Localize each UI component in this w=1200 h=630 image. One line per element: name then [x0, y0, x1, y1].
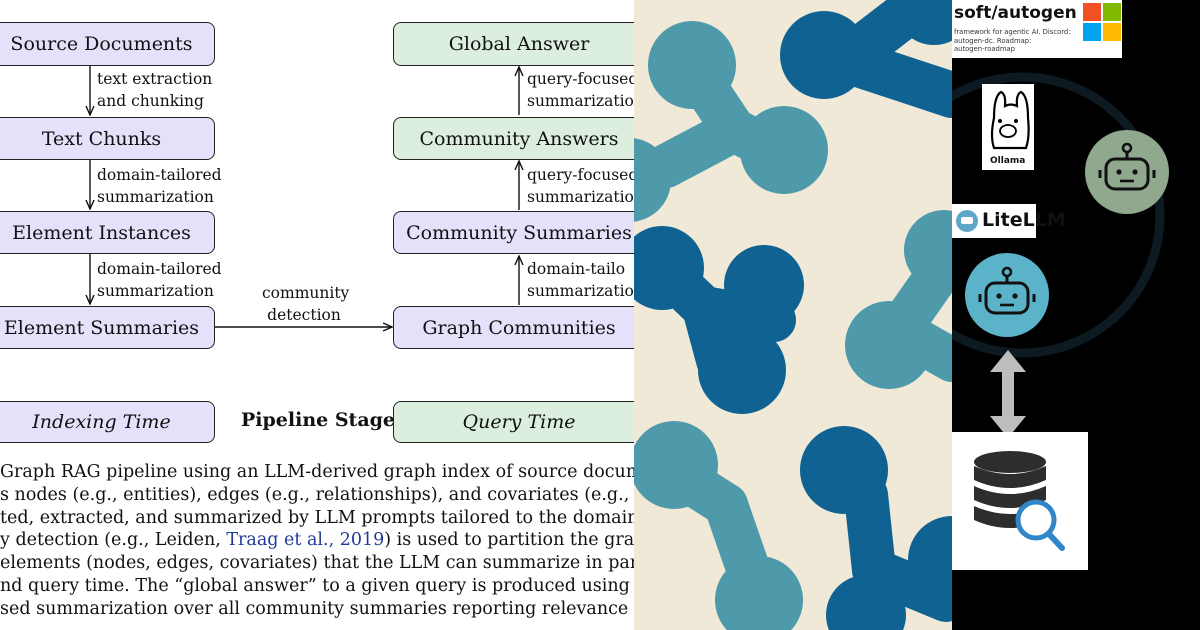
orbit-ring: [952, 72, 1165, 358]
node-label: Global Answer: [448, 33, 590, 55]
molecule-graph-illustration: [634, 0, 952, 630]
node-global-answer: Global Answer: [393, 22, 634, 66]
diagram-arrows: [0, 66, 634, 460]
double-arrow-icon: [990, 350, 1026, 438]
robot-icon-green: [1085, 130, 1169, 214]
microsoft-logo-icon: [1082, 2, 1122, 42]
node-label: Source Documents: [10, 33, 193, 55]
caption-line: s nodes (e.g., entities), edges (e.g., r…: [0, 484, 634, 505]
repo-title[interactable]: soft/autogen: [954, 3, 1077, 23]
node-graph-communities: Graph Communities: [393, 306, 634, 349]
node-community-answers: Community Answers: [393, 117, 634, 160]
molecule-dark-top: [780, 0, 952, 118]
legend-query-time: Query Time: [393, 401, 634, 443]
autogen-illustration-panel: soft/autogen framework for agentic AI. D…: [952, 0, 1200, 630]
node-element-summaries: Element Summaries: [0, 306, 215, 349]
ollama-logo: [982, 84, 1034, 170]
molecule-light-bottom: [634, 421, 803, 630]
node-label: Community Answers: [419, 127, 619, 150]
figure-caption: Graph RAG pipeline using an LLM-derived …: [0, 461, 634, 621]
node-label: Element Summaries: [3, 316, 200, 339]
citation-link[interactable]: Traag et al., 2019: [226, 530, 385, 551]
legend-indexing-time: Indexing Time: [0, 401, 215, 443]
caption-line: sed summarization over all community sum…: [0, 598, 634, 619]
node-element-instances: Element Instances: [0, 211, 215, 254]
autogen-graphic: [952, 0, 1169, 570]
legend-label: Query Time: [462, 411, 576, 433]
molecule-dark-middle: [634, 226, 804, 414]
caption-line: nd query time. The “global answer” to a …: [0, 575, 634, 596]
molecule-light-top: [634, 21, 828, 222]
ollama-label: Ollama: [990, 156, 1026, 166]
node-label: Element Instances: [12, 221, 191, 244]
molecule-dark-bottom: [800, 426, 952, 630]
node-label: Text Chunks: [41, 127, 162, 150]
node-label: Community Summaries: [406, 221, 632, 244]
litellm-logo: [952, 204, 1036, 238]
caption-line: ted, extracted, and summarized by LLM pr…: [0, 507, 634, 528]
molecule-graphic: [634, 0, 952, 630]
robot-icon-blue: [965, 253, 1049, 337]
node-label: Graph Communities: [422, 316, 616, 339]
repo-description: framework for agentic AI. Discord: autog…: [954, 28, 1071, 53]
legend-label: Indexing Time: [32, 411, 171, 433]
node-text-chunks: Text Chunks: [0, 117, 215, 160]
caption-line: elements (nodes, edges, covariates) that…: [0, 553, 634, 574]
graph-rag-diagram-panel: Source Documents Text Chunks Element Ins…: [0, 22, 634, 621]
litellm-label: LiteLLM: [982, 209, 1066, 231]
node-source-documents: Source Documents: [0, 22, 215, 66]
caption-line: Graph RAG pipeline using an LLM-derived …: [0, 462, 634, 482]
caption-line: y detection (e.g., Leiden, Traag et al.,…: [0, 530, 634, 551]
node-community-summaries: Community Summaries: [393, 211, 634, 254]
legend-pipeline-stage: Pipeline Stage: [241, 409, 396, 431]
database-search-icon: [952, 432, 1088, 570]
molecule-light-right: [845, 210, 952, 389]
